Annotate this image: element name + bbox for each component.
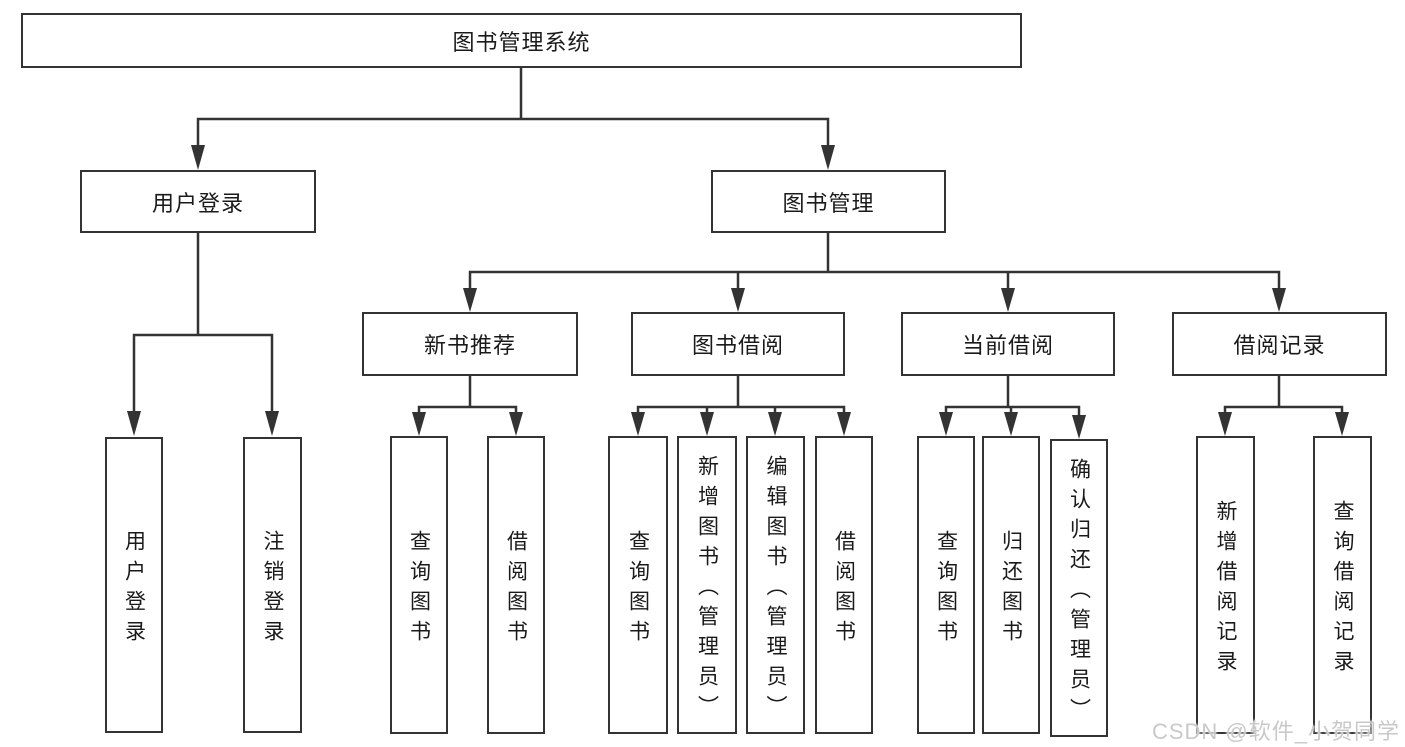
leaf-query-books-recommend: 查询图书	[390, 436, 448, 734]
leaf-query-borrow-record: 查询借阅记录	[1313, 436, 1372, 734]
leaf-add-books-admin-label: 新增图书（管理员）	[695, 454, 719, 725]
leaf-confirm-return-admin-label: 确认归还（管理员）	[1067, 457, 1091, 728]
node-current-borrow-label: 当前借阅	[961, 333, 1054, 358]
leaf-borrow-books-recommend: 借阅图书	[487, 436, 545, 734]
leaf-borrow-books-recommend-label: 借阅图书	[504, 529, 528, 650]
node-new-book-recommend: 新书推荐	[362, 312, 578, 376]
leaf-return-books-label: 归还图书	[999, 529, 1023, 650]
leaf-confirm-return-admin: 确认归还（管理员）	[1050, 439, 1108, 737]
leaf-edit-books-admin: 编辑图书（管理员）	[746, 436, 805, 734]
leaf-query-books-current: 查询图书	[917, 436, 975, 734]
node-book-management: 图书管理	[711, 170, 946, 233]
leaf-query-books-borrow-label: 查询图书	[626, 529, 650, 650]
leaf-query-books-current-label: 查询图书	[934, 529, 958, 650]
node-book-borrow-label: 图书借阅	[691, 333, 784, 358]
leaf-add-borrow-record-label: 新增借阅记录	[1214, 499, 1237, 680]
node-user-login: 用户登录	[80, 170, 316, 233]
arrowhead-group	[127, 145, 1349, 439]
leaf-logout-label: 注销登录	[261, 529, 284, 650]
leaf-add-borrow-record: 新增借阅记录	[1196, 436, 1255, 734]
node-borrow-records: 借阅记录	[1172, 312, 1387, 376]
leaf-query-borrow-record-label: 查询借阅记录	[1331, 499, 1354, 680]
leaf-borrow-books: 借阅图书	[815, 436, 873, 734]
leaf-borrow-books-label: 借阅图书	[832, 529, 856, 650]
node-root: 图书管理系统	[21, 13, 1022, 68]
leaf-user-login: 用户登录	[105, 437, 163, 733]
leaf-query-books-recommend-label: 查询图书	[407, 529, 431, 650]
node-user-login-label: 用户登录	[151, 190, 244, 216]
node-root-label: 图书管理系统	[452, 29, 591, 55]
node-book-management-label: 图书管理	[782, 190, 875, 216]
watermark: CSDN @软件_小贺同学	[1151, 719, 1400, 744]
node-current-borrow: 当前借阅	[901, 312, 1115, 376]
node-new-book-recommend-label: 新书推荐	[423, 333, 516, 358]
leaf-return-books: 归还图书	[982, 436, 1040, 734]
leaf-user-login-label: 用户登录	[122, 529, 146, 650]
leaf-add-books-admin: 新增图书（管理员）	[677, 436, 737, 734]
leaf-query-books-borrow: 查询图书	[608, 436, 668, 734]
leaf-edit-books-admin-label: 编辑图书（管理员）	[764, 454, 787, 725]
node-book-borrow: 图书借阅	[631, 312, 845, 376]
node-borrow-records-label: 借阅记录	[1233, 333, 1326, 358]
leaf-logout: 注销登录	[243, 437, 302, 733]
